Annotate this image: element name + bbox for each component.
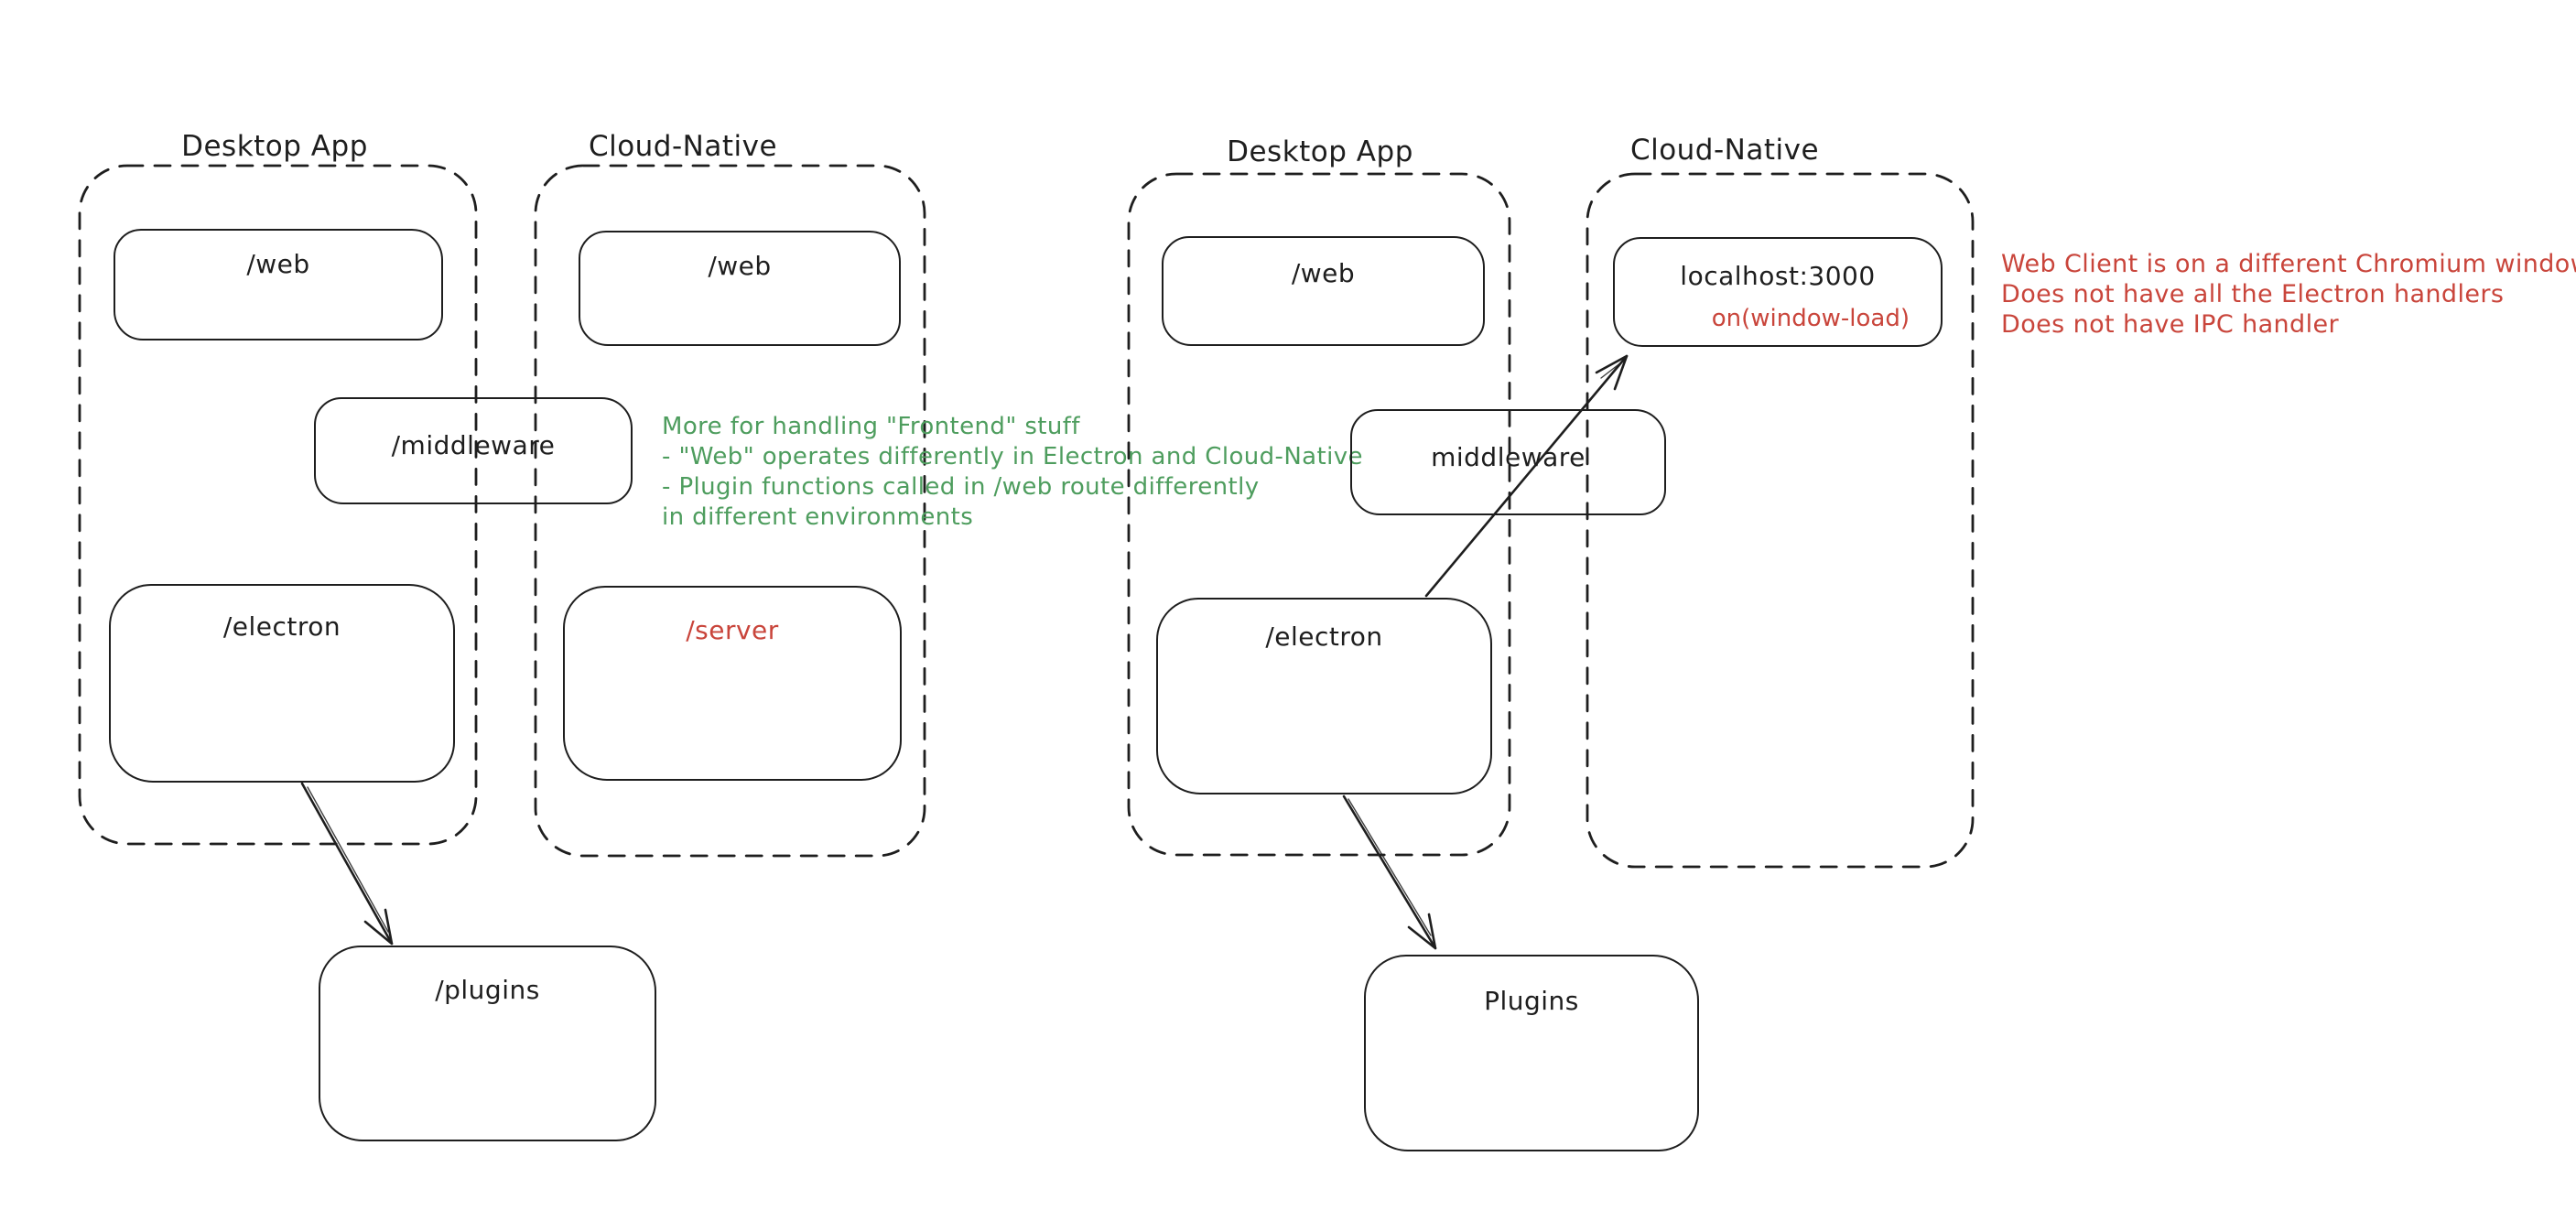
node-electron-left-label: /electron <box>222 611 341 642</box>
node-localhost-window-load-label: on(window-load) <box>1711 305 1910 332</box>
node-middleware-right[interactable]: middleware <box>1350 409 1666 515</box>
note-red-line-3: Does not have IPC handler <box>2001 310 2340 339</box>
note-red-line-2: Does not have all the Electron handlers <box>2001 280 2505 308</box>
node-server-left[interactable]: /server <box>563 586 902 781</box>
node-plugins-right[interactable]: Plugins <box>1364 955 1699 1151</box>
arrow-electron-to-plugins-right[interactable] <box>1344 796 1435 948</box>
node-electron-right-label: /electron <box>1265 621 1383 652</box>
note-green-line-3: - Plugin functions called in /web route … <box>662 473 1260 501</box>
node-middleware-right-label: middleware <box>1431 442 1586 472</box>
node-localhost[interactable]: localhost:3000 on(window-load) <box>1613 237 1943 347</box>
title-cloud-left[interactable]: Cloud-Native <box>588 130 778 163</box>
node-web-desktop-right-label: /web <box>1291 258 1356 288</box>
node-electron-left[interactable]: /electron <box>109 584 455 783</box>
node-plugins-left[interactable]: /plugins <box>319 946 656 1141</box>
node-web-desktop-left[interactable]: /web <box>114 229 443 340</box>
title-desktop-left[interactable]: Desktop App <box>181 130 368 163</box>
node-localhost-label: localhost:3000 <box>1680 261 1876 291</box>
node-web-desktop-left-label: /web <box>246 249 310 279</box>
title-desktop-right[interactable]: Desktop App <box>1227 135 1413 168</box>
arrow-electron-to-plugins-left[interactable] <box>302 784 392 944</box>
node-plugins-right-label: Plugins <box>1484 986 1579 1016</box>
node-web-cloud-left[interactable]: /web <box>579 231 901 346</box>
note-red[interactable]: Web Client is on a different Chromium wi… <box>2001 249 2576 340</box>
node-middleware-left[interactable]: /middleware <box>314 397 633 504</box>
node-web-desktop-right[interactable]: /web <box>1162 236 1485 346</box>
note-green-line-2: - "Web" operates differently in Electron… <box>662 443 1363 470</box>
node-server-left-label: /server <box>686 615 779 645</box>
node-web-cloud-left-label: /web <box>708 251 772 281</box>
note-green[interactable]: More for handling "Frontend" stuff - "We… <box>662 412 1363 533</box>
title-cloud-right[interactable]: Cloud-Native <box>1629 134 1820 167</box>
note-green-line-4: in different environments <box>662 503 974 531</box>
note-red-line-1: Web Client is on a different Chromium wi… <box>2001 250 2576 278</box>
node-plugins-left-label: /plugins <box>435 975 540 1005</box>
node-electron-right[interactable]: /electron <box>1156 598 1492 794</box>
node-middleware-left-label: /middleware <box>391 430 556 460</box>
note-green-line-1: More for handling "Frontend" stuff <box>662 413 1080 440</box>
